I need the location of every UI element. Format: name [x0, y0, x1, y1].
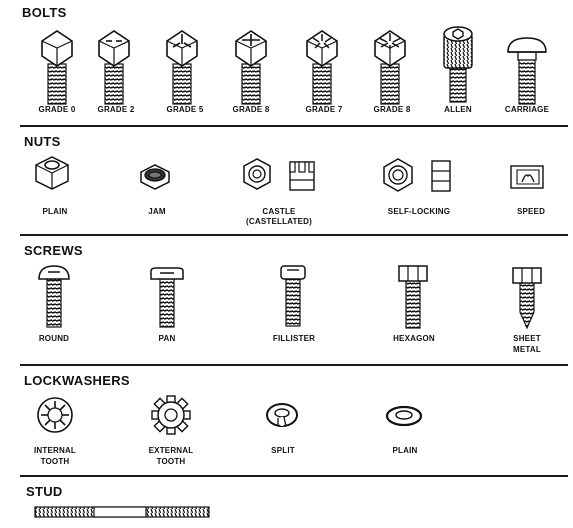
label-grade-8-2: GRADE 8 — [373, 105, 411, 114]
split-washer-icon — [264, 400, 300, 430]
round-screw-icon — [36, 263, 72, 329]
label-internal-tooth: TOOTH — [40, 457, 70, 466]
pan-screw-icon — [148, 265, 186, 329]
label-grade-2: GRADE 2 — [97, 105, 135, 114]
grade-5-bolt-icon — [162, 26, 202, 106]
sheet-metal-screw-icon — [510, 264, 544, 330]
carriage-bolt-icon — [505, 30, 549, 106]
label-grade-5: GRADE 5 — [166, 105, 204, 114]
hexagon-screw-icon — [395, 262, 431, 330]
label-split-washer: SPLIT — [271, 446, 295, 455]
speed-nut-icon — [508, 162, 548, 192]
label-self-locking-nut: SELF-LOCKING — [387, 207, 451, 216]
fillister-screw-icon — [277, 262, 309, 328]
allen-bolt-icon — [438, 24, 478, 106]
label-jam-nut: JAM — [148, 207, 166, 216]
grade-8-bolt-icon-2 — [370, 26, 410, 106]
label-plain-washer: PLAIN — [392, 446, 418, 455]
divider-2 — [20, 234, 568, 236]
label-grade-8: GRADE 8 — [232, 105, 270, 114]
section-title-bolts: BOLTS — [22, 5, 67, 20]
divider-1 — [20, 125, 568, 127]
stud-icon — [34, 505, 210, 519]
plain-washer-icon — [384, 404, 424, 428]
self-locking-nut-icon — [380, 155, 460, 195]
label-grade-0: GRADE 0 — [38, 105, 76, 114]
grade-8-bolt-icon — [231, 26, 271, 106]
section-title-nuts: NUTS — [24, 134, 61, 149]
label-internal: INTERNAL — [33, 446, 77, 455]
grade-2-bolt-icon — [94, 26, 134, 106]
label-external: EXTERNAL — [148, 446, 194, 455]
label-allen: ALLEN — [444, 105, 472, 114]
section-title-lockwashers: LOCKWASHERS — [24, 373, 130, 388]
label-speed-nut: SPEED — [516, 207, 546, 216]
internal-tooth-washer-icon — [34, 394, 76, 436]
label-hexagon-screw: HEXAGON — [393, 334, 435, 343]
divider-4 — [20, 475, 568, 477]
label-carriage: CARRIAGE — [504, 105, 550, 114]
section-title-stud: STUD — [26, 484, 63, 499]
label-castle-nut: CASTLE — [262, 207, 296, 216]
label-external-tooth: TOOTH — [156, 457, 186, 466]
label-metal: METAL — [513, 345, 541, 354]
label-pan-screw: PAN — [158, 334, 176, 343]
jam-nut-icon — [138, 162, 172, 192]
label-fillister-screw: FILLISTER — [272, 334, 316, 343]
section-title-screws: SCREWS — [24, 243, 83, 258]
grade-0-bolt-icon — [37, 26, 77, 106]
label-round-screw: ROUND — [38, 334, 70, 343]
divider-3 — [20, 364, 568, 366]
castle-nut-icon — [240, 154, 320, 196]
external-tooth-washer-icon — [150, 394, 192, 436]
label-castellated: (CASTELLATED) — [246, 217, 312, 226]
plain-nut-icon — [32, 153, 72, 193]
label-plain-nut: PLAIN — [42, 207, 68, 216]
label-sheet: SHEET — [513, 334, 541, 343]
grade-7-bolt-icon — [302, 26, 342, 106]
label-grade-7: GRADE 7 — [305, 105, 343, 114]
